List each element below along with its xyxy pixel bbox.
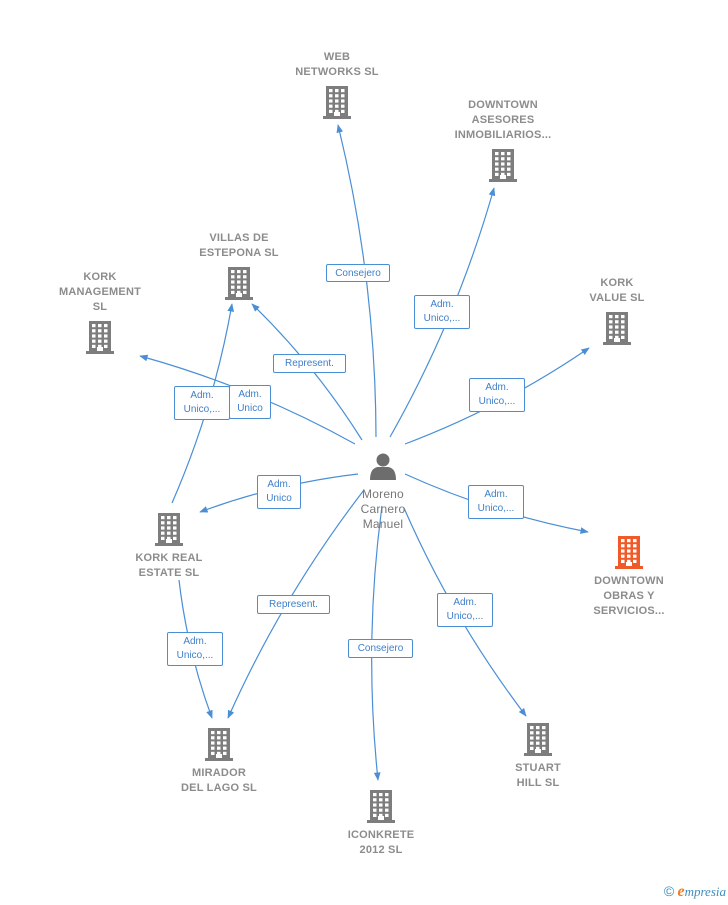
building-icon[interactable]: [603, 312, 631, 345]
company-label-kork-value[interactable]: KORK VALUE SL: [589, 277, 645, 304]
company-label-kork-management[interactable]: KORK MANAGEMENT SL: [58, 271, 142, 313]
empresia-logo[interactable]: © empresia: [664, 883, 726, 901]
relation-label[interactable]: Represent.: [257, 595, 330, 614]
company-label-web[interactable]: WEB NETWORKS SL: [295, 51, 379, 78]
relation-label[interactable]: Adm. Unico,...: [469, 378, 525, 412]
building-icon[interactable]: [323, 86, 351, 119]
building-icon[interactable]: [615, 536, 643, 569]
relation-label[interactable]: Consejero: [348, 639, 413, 658]
relation-label[interactable]: Adm. Unico,...: [437, 593, 493, 627]
company-label-downtown-obras[interactable]: DOWNTOWN OBRAS Y SERVICIOS...: [593, 575, 665, 617]
company-label-villas[interactable]: VILLAS DE ESTEPONA SL: [199, 232, 279, 259]
relation-label[interactable]: Represent.: [273, 354, 346, 373]
building-icon[interactable]: [86, 321, 114, 354]
relation-label[interactable]: Adm. Unico,...: [174, 386, 230, 420]
company-label-kork-real[interactable]: KORK REAL ESTATE SL: [135, 552, 203, 579]
relation-label[interactable]: Adm. Unico: [229, 385, 271, 419]
copyright-symbol: ©: [663, 883, 675, 899]
person-icon[interactable]: [370, 453, 396, 481]
building-icon[interactable]: [367, 790, 395, 823]
building-icon[interactable]: [205, 728, 233, 761]
building-icon[interactable]: [155, 513, 183, 546]
relation-label[interactable]: Adm. Unico,...: [167, 632, 223, 666]
relation-label[interactable]: Adm. Unico: [257, 475, 301, 509]
building-icon[interactable]: [524, 723, 552, 756]
company-label-stuart[interactable]: STUART HILL SL: [515, 762, 561, 789]
company-label-mirador[interactable]: MIRADOR DEL LAGO SL: [181, 767, 257, 794]
brand-name: mpresia: [684, 884, 726, 899]
relation-label[interactable]: Adm. Unico,...: [414, 295, 470, 329]
relation-label[interactable]: Consejero: [326, 264, 390, 282]
company-label-iconkrete[interactable]: ICONKRETE 2012 SL: [347, 829, 415, 856]
building-icon[interactable]: [225, 267, 253, 300]
brand-initial: e: [677, 883, 685, 900]
person-name[interactable]: Moreno Carnero Manuel: [360, 487, 406, 531]
company-label-downtown-asesores[interactable]: DOWNTOWN ASESORES INMOBILIARIOS...: [454, 99, 552, 141]
building-icon[interactable]: [489, 149, 517, 182]
relation-label[interactable]: Adm. Unico,...: [468, 485, 524, 519]
